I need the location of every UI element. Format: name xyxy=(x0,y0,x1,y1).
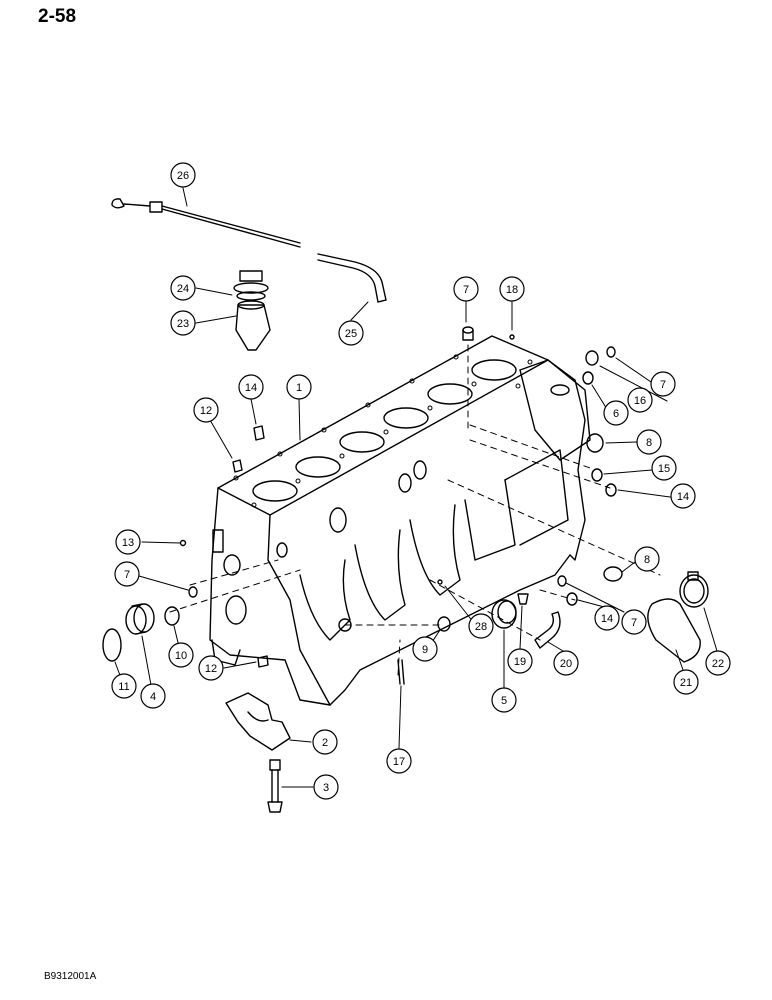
small-parts xyxy=(102,326,623,685)
callout-28: 28 xyxy=(468,613,494,639)
callout-25: 25 xyxy=(338,320,364,346)
callout-23: 23 xyxy=(170,310,196,336)
callout-13: 13 xyxy=(115,529,141,555)
svg-text:12: 12 xyxy=(200,405,212,417)
svg-text:20: 20 xyxy=(560,658,572,670)
callout-21: 21 xyxy=(673,669,699,695)
callout-7: 7 xyxy=(650,371,676,397)
callout-14: 14 xyxy=(238,374,264,400)
callout-10: 10 xyxy=(168,642,194,668)
callout-26: 26 xyxy=(170,162,196,188)
bearing-cap-bolt xyxy=(267,759,283,813)
callout-11: 11 xyxy=(111,673,137,699)
svg-text:12: 12 xyxy=(205,663,217,675)
svg-text:23: 23 xyxy=(177,318,189,330)
svg-text:28: 28 xyxy=(475,621,487,633)
svg-text:17: 17 xyxy=(393,756,405,768)
cylinder-block xyxy=(209,335,591,706)
svg-text:16: 16 xyxy=(634,395,646,407)
callout-9: 9 xyxy=(412,636,438,662)
callout-22: 22 xyxy=(705,650,731,676)
svg-text:15: 15 xyxy=(658,463,670,475)
svg-text:5: 5 xyxy=(501,695,507,707)
callout-2: 2 xyxy=(312,729,338,755)
oil-filler-breather xyxy=(233,270,271,351)
callout-24: 24 xyxy=(170,275,196,301)
svg-text:11: 11 xyxy=(118,681,129,693)
svg-text:21: 21 xyxy=(680,677,692,689)
svg-text:6: 6 xyxy=(613,408,619,420)
alignment-lines xyxy=(169,344,661,676)
dipstick-tube xyxy=(317,253,387,303)
svg-text:4: 4 xyxy=(150,691,156,703)
page-number: 2-58 xyxy=(38,6,77,27)
callout-19: 19 xyxy=(507,648,533,674)
svg-text:14: 14 xyxy=(677,491,689,503)
figure-code: B9312001A xyxy=(44,971,97,982)
callout-4: 4 xyxy=(140,683,166,709)
callout-8: 8 xyxy=(634,546,660,572)
dipstick xyxy=(111,198,301,248)
svg-text:25: 25 xyxy=(345,328,357,340)
svg-text:22: 22 xyxy=(712,658,724,670)
svg-text:14: 14 xyxy=(601,613,613,625)
svg-text:8: 8 xyxy=(646,437,652,449)
callout-15: 15 xyxy=(651,455,677,481)
callout-1: 1 xyxy=(286,374,312,400)
svg-text:14: 14 xyxy=(245,382,257,394)
callout-14: 14 xyxy=(594,605,620,631)
callout-20: 20 xyxy=(553,650,579,676)
callout-8: 8 xyxy=(636,429,662,455)
callout-12: 12 xyxy=(198,655,224,681)
callout-7: 7 xyxy=(621,609,647,635)
svg-text:10: 10 xyxy=(175,650,187,662)
leader-lines xyxy=(114,187,718,788)
svg-text:7: 7 xyxy=(631,617,637,629)
callout-12: 12 xyxy=(193,397,219,423)
svg-text:8: 8 xyxy=(644,554,650,566)
svg-text:19: 19 xyxy=(514,656,526,668)
svg-text:1: 1 xyxy=(296,382,302,394)
svg-text:9: 9 xyxy=(422,644,428,656)
callout-7: 7 xyxy=(114,561,140,587)
svg-text:7: 7 xyxy=(463,284,469,296)
svg-text:7: 7 xyxy=(124,569,130,581)
svg-text:18: 18 xyxy=(506,284,518,296)
callout-7: 7 xyxy=(453,276,479,302)
callout-16: 16 xyxy=(627,387,653,413)
main-bearing-cap xyxy=(225,692,291,751)
svg-text:24: 24 xyxy=(177,283,189,295)
callout-3: 3 xyxy=(313,774,339,800)
callout-18: 18 xyxy=(499,276,525,302)
svg-text:7: 7 xyxy=(660,379,666,391)
svg-text:3: 3 xyxy=(323,782,329,794)
svg-text:2: 2 xyxy=(322,737,328,749)
svg-text:26: 26 xyxy=(177,170,189,182)
svg-text:13: 13 xyxy=(122,537,134,549)
callout-14: 14 xyxy=(670,483,696,509)
callout-5: 5 xyxy=(491,687,517,713)
callout-17: 17 xyxy=(386,748,412,774)
hose-and-clamp xyxy=(647,571,709,663)
callout-6: 6 xyxy=(603,400,629,426)
